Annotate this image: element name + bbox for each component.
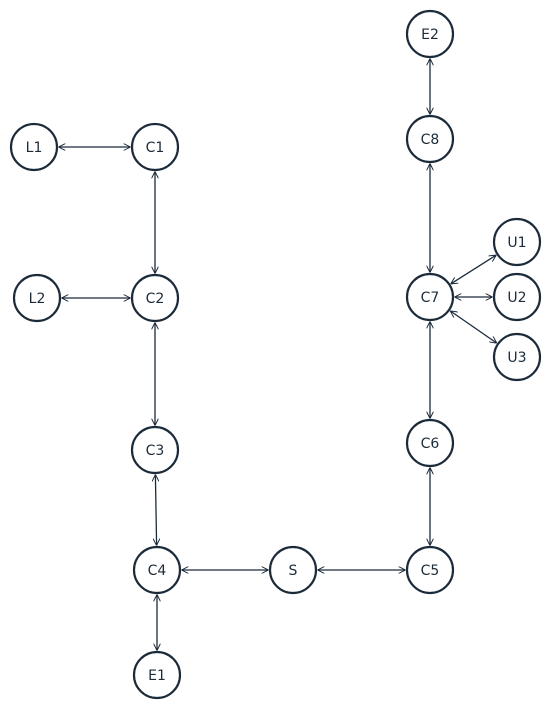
edge-c7-u1 [451, 255, 497, 284]
node-l2: L2 [12, 273, 62, 323]
node-circle-c3 [130, 425, 180, 475]
node-circle-e2 [405, 9, 455, 59]
node-c6: C6 [405, 418, 455, 468]
node-circle-c5 [405, 545, 455, 595]
node-circle-s [268, 545, 318, 595]
node-label-c7: C7 [421, 290, 440, 306]
node-label-u2: U2 [507, 290, 526, 306]
node-c8: C8 [405, 114, 455, 164]
node-circle-l1 [9, 122, 59, 172]
node-circle-c6 [405, 418, 455, 468]
node-circle-u1 [492, 217, 542, 267]
node-label-c3: C3 [146, 443, 165, 459]
node-label-c8: C8 [421, 132, 440, 148]
node-circle-e1 [132, 650, 182, 700]
node-label-c4: C4 [148, 563, 167, 579]
node-e1: E1 [132, 650, 182, 700]
edge-c3-c4 [155, 475, 156, 546]
node-label-c5: C5 [421, 563, 440, 579]
node-circle-u2 [492, 272, 542, 322]
node-label-c6: C6 [421, 436, 440, 452]
node-label-e2: E2 [421, 27, 439, 43]
node-c7: C7 [405, 272, 455, 322]
node-label-l2: L2 [29, 291, 46, 307]
node-label-s: S [289, 563, 298, 579]
node-circle-c2 [130, 273, 180, 323]
node-label-c1: C1 [146, 140, 165, 156]
edge-c7-u3 [450, 311, 497, 343]
node-c1: C1 [130, 122, 180, 172]
node-label-u3: U3 [507, 350, 526, 366]
node-circle-c7 [405, 272, 455, 322]
node-u3: U3 [492, 332, 542, 382]
node-u1: U1 [492, 217, 542, 267]
node-circle-u3 [492, 332, 542, 382]
node-s: S [268, 545, 318, 595]
node-u2: U2 [492, 272, 542, 322]
node-circle-c4 [132, 545, 182, 595]
node-e2: E2 [405, 9, 455, 59]
node-label-e1: E1 [148, 668, 166, 684]
node-c4: C4 [132, 545, 182, 595]
node-l1: L1 [9, 122, 59, 172]
node-label-c2: C2 [146, 291, 165, 307]
node-label-u1: U1 [507, 235, 526, 251]
edges-layer [58, 58, 497, 651]
node-c2: C2 [130, 273, 180, 323]
node-circle-c1 [130, 122, 180, 172]
node-circle-l2 [12, 273, 62, 323]
node-label-l1: L1 [26, 140, 43, 156]
node-circle-c8 [405, 114, 455, 164]
node-c3: C3 [130, 425, 180, 475]
node-c5: C5 [405, 545, 455, 595]
